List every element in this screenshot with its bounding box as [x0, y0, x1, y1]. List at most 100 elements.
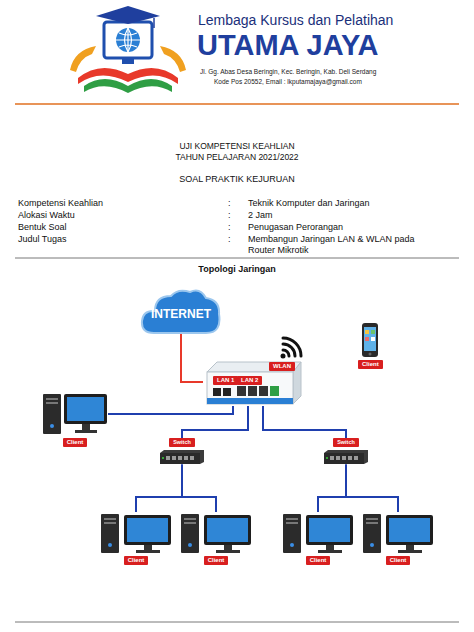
icon-box: [180, 512, 252, 554]
table-cell: :: [228, 198, 231, 209]
computer-icon-part: [67, 397, 104, 421]
switch-icon-part: [326, 457, 328, 459]
computer-icon-part: [108, 543, 112, 547]
computer-icon-part: [82, 424, 90, 430]
logo-part: [96, 6, 160, 24]
computer-icon-part: [204, 515, 251, 545]
network-cable: [136, 465, 182, 512]
computer-icon-part: [75, 430, 97, 433]
phone-icon-part: [369, 353, 372, 356]
device-tag: Client: [63, 438, 88, 447]
port-tag: LAN 2: [237, 376, 262, 385]
logo-part: [153, 18, 155, 28]
logo-part: [116, 28, 140, 52]
router-icon-part: [223, 388, 231, 396]
heading-text: UJI KOMPETENSI KEAHLIAN: [0, 141, 474, 151]
switch-icon-part: [324, 453, 364, 464]
phone-icon-part: [371, 330, 375, 334]
network-switch: Switch: [322, 438, 370, 465]
computer-icon-part: [124, 515, 171, 545]
switch-icon-part: [178, 456, 182, 460]
footer-rule: [15, 622, 459, 623]
icon-box: [42, 392, 108, 436]
network-cable: [182, 465, 216, 512]
computer-icon-part: [224, 545, 232, 550]
switch-icon-part: [190, 456, 194, 460]
switch-icon-part: [184, 456, 188, 460]
icon-box: [100, 512, 172, 554]
computer-icon-part: [366, 518, 378, 520]
wifi-symbol-part: [283, 344, 295, 356]
computer-icon-part: [398, 550, 422, 553]
icon-box: [361, 322, 379, 358]
table-cell: Teknik Komputer dan Jaringan: [248, 198, 370, 209]
switch-icon-part: [348, 456, 352, 460]
wifi-symbol: [281, 338, 302, 359]
table-cell: Kompetensi Keahlian: [18, 198, 103, 209]
computer-icon-part: [136, 550, 160, 553]
logo-part: [70, 46, 96, 72]
port-tag: WLAN: [269, 362, 295, 371]
device-tag: Client: [358, 360, 383, 369]
table-cell: Penugasan Perorangan: [248, 222, 343, 233]
heading-text: TAHUN PELAJARAN 2021/2022: [0, 152, 474, 162]
computer-icon-part: [184, 522, 196, 524]
phone-client: Client: [358, 322, 383, 369]
pc-client: Client: [282, 512, 354, 565]
logo-part: [122, 58, 134, 64]
router-icon-part: [207, 398, 293, 404]
device-tag: Client: [124, 556, 149, 565]
computer-icon-part: [386, 515, 433, 545]
phone-icon-part: [365, 337, 369, 341]
logo-part: [125, 28, 132, 52]
computer-icon: [362, 512, 434, 554]
router-icon-part: [213, 388, 221, 396]
router-icon-part: [248, 386, 257, 396]
device-tag: Client: [386, 556, 411, 565]
computer-icon-part: [184, 518, 196, 520]
computer-icon-part: [406, 545, 414, 550]
table-cell: Judul Tugas: [18, 234, 67, 245]
switch-icon-part: [160, 453, 200, 464]
table-cell: Alokasi Waktu: [18, 210, 75, 221]
wifi-symbol-part: [281, 354, 286, 359]
computer-icon-part: [216, 550, 240, 553]
computer-icon-part: [46, 398, 58, 400]
table-cell: :: [228, 222, 231, 233]
logo: [70, 6, 186, 93]
computer-icon-part: [188, 543, 192, 547]
switch-icon-part: [336, 456, 340, 460]
network-switch: Switch: [158, 438, 206, 465]
router-icon-part: [259, 386, 268, 396]
switch-icon-part: [172, 456, 176, 460]
mikrotik-router: LAN 1LAN 2WLAN: [203, 358, 303, 406]
header-text: Lembaga Kursus dan Pelatihan: [198, 12, 393, 29]
icon-box: [282, 512, 354, 554]
network-cable: [263, 406, 346, 438]
header-text: Kode Pos 20552, Email : lkputamajaya@gma…: [214, 78, 362, 86]
section-rule: [15, 258, 459, 259]
icon-box: [158, 449, 206, 465]
computer-icon-part: [144, 545, 152, 550]
phone-icon-part: [365, 330, 369, 334]
computer-icon-part: [306, 515, 353, 545]
logo-part: [160, 46, 186, 72]
phone-icon: [361, 322, 379, 358]
computer-icon-part: [309, 518, 350, 542]
cloud-label: INTERNET: [151, 307, 211, 321]
computer-icon-part: [50, 424, 54, 428]
table-cell: :: [228, 210, 231, 221]
computer-icon-part: [127, 518, 168, 542]
computer-icon-part: [370, 543, 374, 547]
computer-icon-part: [318, 550, 342, 553]
computer-icon-part: [326, 545, 334, 550]
diagram-title: Topologi Jaringan: [0, 264, 474, 275]
table-cell: Membangun Jaringan LAN & WLAN pada Route…: [248, 234, 426, 256]
computer-icon-part: [46, 402, 58, 404]
switch-icon-part: [330, 456, 334, 460]
table-cell: :: [228, 234, 231, 245]
internet-cloud: INTERNET: [140, 288, 222, 334]
pc-client: Client: [180, 512, 252, 565]
wifi-symbol-part: [283, 350, 289, 356]
